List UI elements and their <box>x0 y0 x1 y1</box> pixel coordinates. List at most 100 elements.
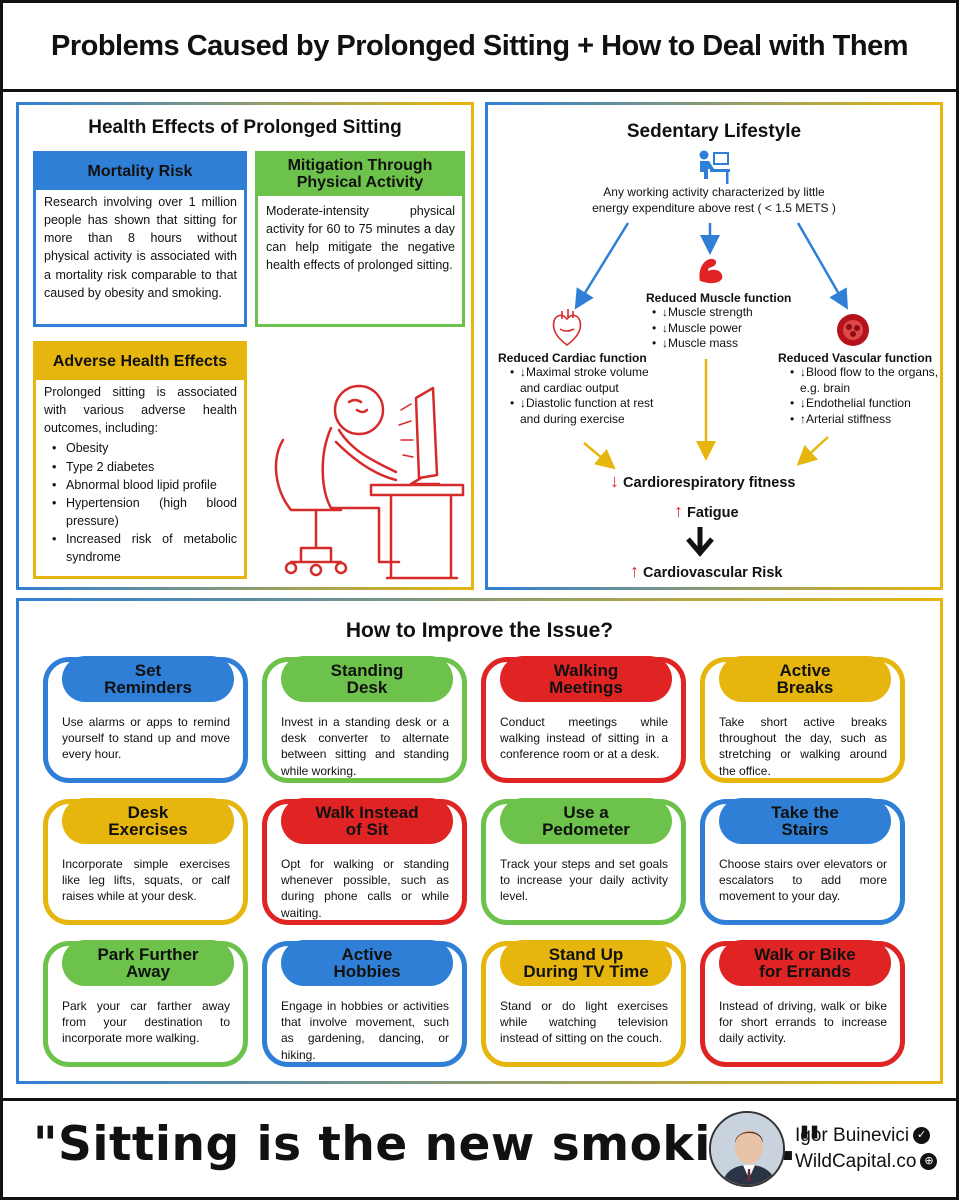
tip-title-line: Set <box>134 661 162 680</box>
tip-title-line: Active <box>341 945 393 964</box>
up-arrow-icon: ↑ <box>630 561 639 581</box>
vascular-item: Arterial stiffness <box>806 411 892 426</box>
tip-text: Opt for walking or standing whenever pos… <box>281 857 449 920</box>
verified-check-icon: ✓ <box>913 1127 931 1145</box>
tip-text: Invest in a standing desk or a desk conv… <box>281 715 449 778</box>
desk-worker-icon <box>699 150 730 184</box>
tip-title-line: Away <box>125 962 171 981</box>
health-effects-panel: Health Effects of Prolonged Sitting Mort… <box>16 102 474 590</box>
black-down-arrow <box>686 527 714 557</box>
down-arrow-icon: ↓ <box>610 471 619 491</box>
tip-title-line: Reminders <box>104 678 192 697</box>
tip-text: Stand or do light exercises while watchi… <box>500 999 668 1046</box>
author-site-row[interactable]: WildCapital.co⊕ <box>795 1149 938 1175</box>
tip-title-line: Walk or Bike <box>754 945 856 964</box>
sedentary-title: Sedentary Lifestyle <box>626 121 802 142</box>
sedentary-panel: Sedentary Lifestyle Any working activity… <box>485 102 943 590</box>
author-site-link[interactable]: WildCapital.co <box>795 1150 917 1172</box>
adverse-effects-box: Adverse Health Effects Prolonged sitting… <box>33 341 247 579</box>
tip-title-line: Pedometer <box>542 820 630 839</box>
list-item: ↓Maximal stroke volume and cardiac outpu… <box>510 365 660 396</box>
fatigue-label: Fatigue <box>687 505 739 521</box>
vascular-item: Endothelial function <box>806 396 911 411</box>
tip-title-line: During TV Time <box>523 962 649 981</box>
mortality-risk-text: Research involving over 1 million people… <box>44 195 237 300</box>
list-item: ↑Arterial stiffness <box>790 412 940 428</box>
tip-title-line: for Errands <box>759 962 851 981</box>
mitigation-text: Moderate-intensity physical activity for… <box>266 204 455 273</box>
mitigation-title: Mitigation Through Physical Activity <box>258 154 462 196</box>
mortality-risk-title: Mortality Risk <box>36 154 244 190</box>
down-arrow-icon: ↓ <box>800 396 806 411</box>
main-frame <box>0 92 959 1098</box>
tip-text: Choose stairs over elevators or escalato… <box>719 857 887 904</box>
blood-vessel-icon <box>837 314 869 346</box>
author-name: Igor Buinevici <box>795 1125 910 1146</box>
tip-text: Track your steps and set goals to increa… <box>500 857 668 904</box>
tip-text: Park your car farther away from your des… <box>62 999 230 1046</box>
author-name-row: Igor Buinevici✓ <box>795 1123 937 1149</box>
definition-line-1: Any working activity characterized by li… <box>603 185 825 199</box>
author-portrait-icon <box>711 1113 783 1185</box>
improve-title: How to Improve the Issue? <box>345 619 614 642</box>
vascular-list: ↓Blood flow to the organs, e.g. brain ↓E… <box>790 365 940 427</box>
down-arrow-icon: ↓ <box>662 320 668 335</box>
tip-title-line: Meetings <box>549 678 623 697</box>
cardiac-title: Reduced Cardiac function <box>498 351 647 365</box>
mortality-risk-box: Mortality Risk Research involving over 1… <box>33 151 247 327</box>
down-arrow-icon: ↓ <box>800 365 806 379</box>
muscle-item: Muscle strength <box>668 305 753 319</box>
author-info: Igor Buinevici✓ WildCapital.co⊕ <box>795 1123 938 1175</box>
list-item: ↓Muscle power <box>652 321 753 337</box>
tip-text: Take short active breaks throughout the … <box>719 715 887 778</box>
sitting-person-illustration <box>274 384 465 580</box>
tip-text: Incorporate simple exercises like leg li… <box>62 857 230 904</box>
tip-title-line: of Sit <box>345 820 389 839</box>
cardiac-item: Maximal stroke volume and cardiac output <box>520 365 649 395</box>
tip-title-line: Exercises <box>108 820 188 839</box>
adverse-effects-intro: Prolonged sitting is associated with var… <box>44 385 237 436</box>
adverse-effects-list: Obesity Type 2 diabetes Abnormal blood l… <box>44 439 237 566</box>
page-title: Problems Caused by Prolonged Sitting + H… <box>50 29 909 62</box>
risk-label: Cardiovascular Risk <box>643 565 783 581</box>
muscle-item: Muscle mass <box>668 336 739 351</box>
up-arrow-icon: ↑ <box>800 411 806 426</box>
tip-title-line: Desk <box>127 803 169 822</box>
tip-title-line: Take the <box>771 803 839 822</box>
up-arrow-icon: ↑ <box>674 501 683 521</box>
list-item: ↓Muscle strength <box>652 305 753 321</box>
sedentary-definition: Any working activity characterized by li… <box>488 185 940 216</box>
muscle-list: ↓Muscle strength ↓Muscle power ↓Muscle m… <box>652 305 753 352</box>
avatar <box>709 1111 785 1187</box>
footer: "Sitting is the new smoking." Igor Buine… <box>0 1098 959 1200</box>
tip-title-line: Standing <box>330 661 404 680</box>
tip-title-line: Hobbies <box>333 962 401 981</box>
definition-line-2: energy expenditure above rest ( < 1.5 ME… <box>592 200 836 215</box>
heart-icon <box>552 309 582 346</box>
quote-text: "Sitting is the new smoking." <box>33 1117 823 1172</box>
tip-title-line: Stairs <box>781 820 829 839</box>
cardiac-list: ↓Maximal stroke volume and cardiac outpu… <box>510 365 660 427</box>
down-arrow-icon: ↓ <box>662 305 668 319</box>
